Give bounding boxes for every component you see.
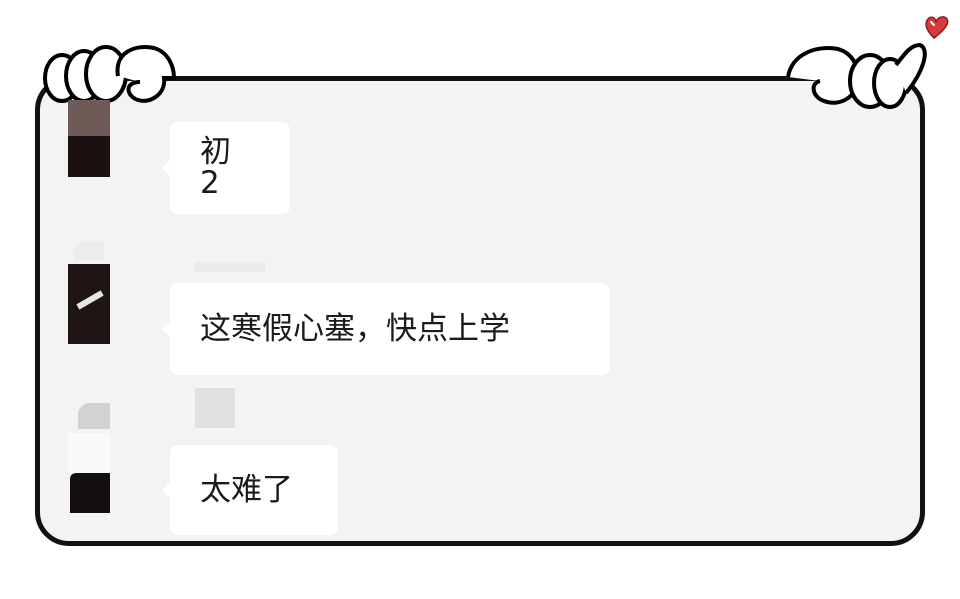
message-bubble: 这寒假心塞，快点上学	[162, 283, 610, 375]
message-bubble: 太难了	[162, 445, 338, 535]
avatar[interactable]	[68, 403, 136, 513]
message-bubble: 初 2	[162, 122, 290, 214]
message-text: 太难了	[200, 471, 293, 508]
heart-icon	[925, 16, 949, 39]
avatar[interactable]	[68, 100, 136, 190]
sender-name	[195, 388, 235, 428]
avatar[interactable]	[68, 242, 136, 344]
sender-name	[195, 262, 265, 272]
message-text: 初 2	[200, 134, 231, 201]
message-text: 这寒假心塞，快点上学	[200, 310, 510, 347]
right-hand-icon	[786, 42, 927, 109]
